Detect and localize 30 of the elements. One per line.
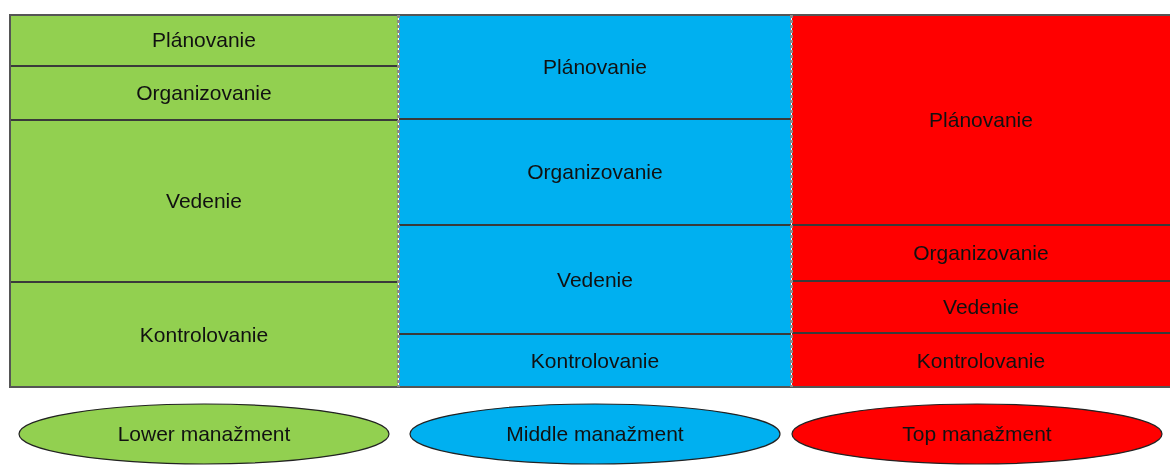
label-text: Vedenie (557, 267, 633, 292)
band (399, 226, 791, 335)
band (10, 67, 398, 121)
label-text: Top manažment (902, 422, 1052, 446)
ellipse-label (409, 403, 781, 465)
label-text: Plánovanie (929, 107, 1033, 132)
band (792, 282, 1170, 334)
band (10, 283, 398, 387)
band (10, 15, 398, 67)
label-text: Vedenie (166, 189, 242, 213)
band (792, 15, 1170, 226)
ellipse-label (791, 403, 1163, 465)
label-text: Middle manažment (506, 422, 684, 446)
label-text: Kontrolovanie (530, 349, 660, 373)
label-text: Kontrolovanie (139, 323, 269, 347)
ellipse-label (18, 403, 390, 465)
band (399, 15, 791, 120)
label-text: Plánovanie (152, 28, 256, 52)
label-text: Organizovanie (136, 81, 272, 105)
label-text: Organizovanie (527, 160, 663, 184)
label-text: Organizovanie (913, 241, 1049, 265)
band (792, 334, 1170, 387)
band (399, 120, 791, 226)
label-text: Vedenie (943, 295, 1019, 319)
label-text: Lower manažment (117, 422, 291, 446)
label-text: Kontrolovanie (916, 348, 1046, 373)
label-text: Plánovanie (543, 54, 647, 79)
band (399, 335, 791, 387)
band (10, 121, 398, 283)
band (792, 226, 1170, 282)
